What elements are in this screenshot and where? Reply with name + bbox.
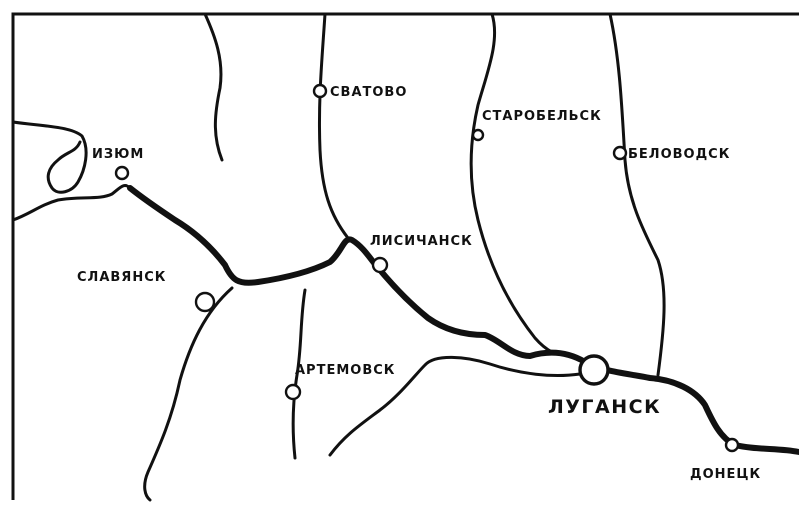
city-donetsk-label: ДОНЕЦК [690, 467, 761, 482]
map-border [11, 12, 799, 500]
river-izyum [11, 120, 88, 194]
city-lugansk-marker [578, 354, 610, 386]
city-starobelsk-marker [471, 128, 485, 142]
city-artemovsk-marker [284, 383, 302, 401]
river-slavyansk [143, 286, 234, 502]
city-lisichansk-marker [371, 256, 389, 274]
city-starobelsk-label: СТАРОБЕЛЬСК [482, 109, 602, 124]
river-starobelsk [469, 12, 554, 354]
city-svatovo-label: СВАТОВО [330, 85, 407, 100]
river-belovodsk [608, 12, 666, 377]
river-izyum-lower [11, 184, 132, 222]
city-lugansk-label: ЛУГАНСК [548, 396, 661, 418]
river-south [328, 355, 582, 457]
river-svatovo [317, 12, 350, 240]
city-belovodsk-label: БЕЛОВОДСК [628, 147, 730, 162]
river-oskol [203, 12, 224, 162]
city-slavyansk-marker [194, 291, 216, 313]
city-izyum-marker [114, 165, 130, 181]
river-artemovsk [291, 288, 307, 460]
city-belovodsk-marker [612, 145, 628, 161]
city-donetsk-marker [724, 437, 740, 453]
city-slavyansk-label: СЛАВЯНСК [77, 270, 166, 285]
city-svatovo-marker [312, 83, 328, 99]
city-lisichansk-label: ЛИСИЧАНСК [370, 234, 473, 249]
city-artemovsk-label: АРТЕМОВСК [295, 363, 395, 378]
city-izyum-label: ИЗЮМ [92, 147, 144, 162]
main-river [127, 185, 799, 455]
